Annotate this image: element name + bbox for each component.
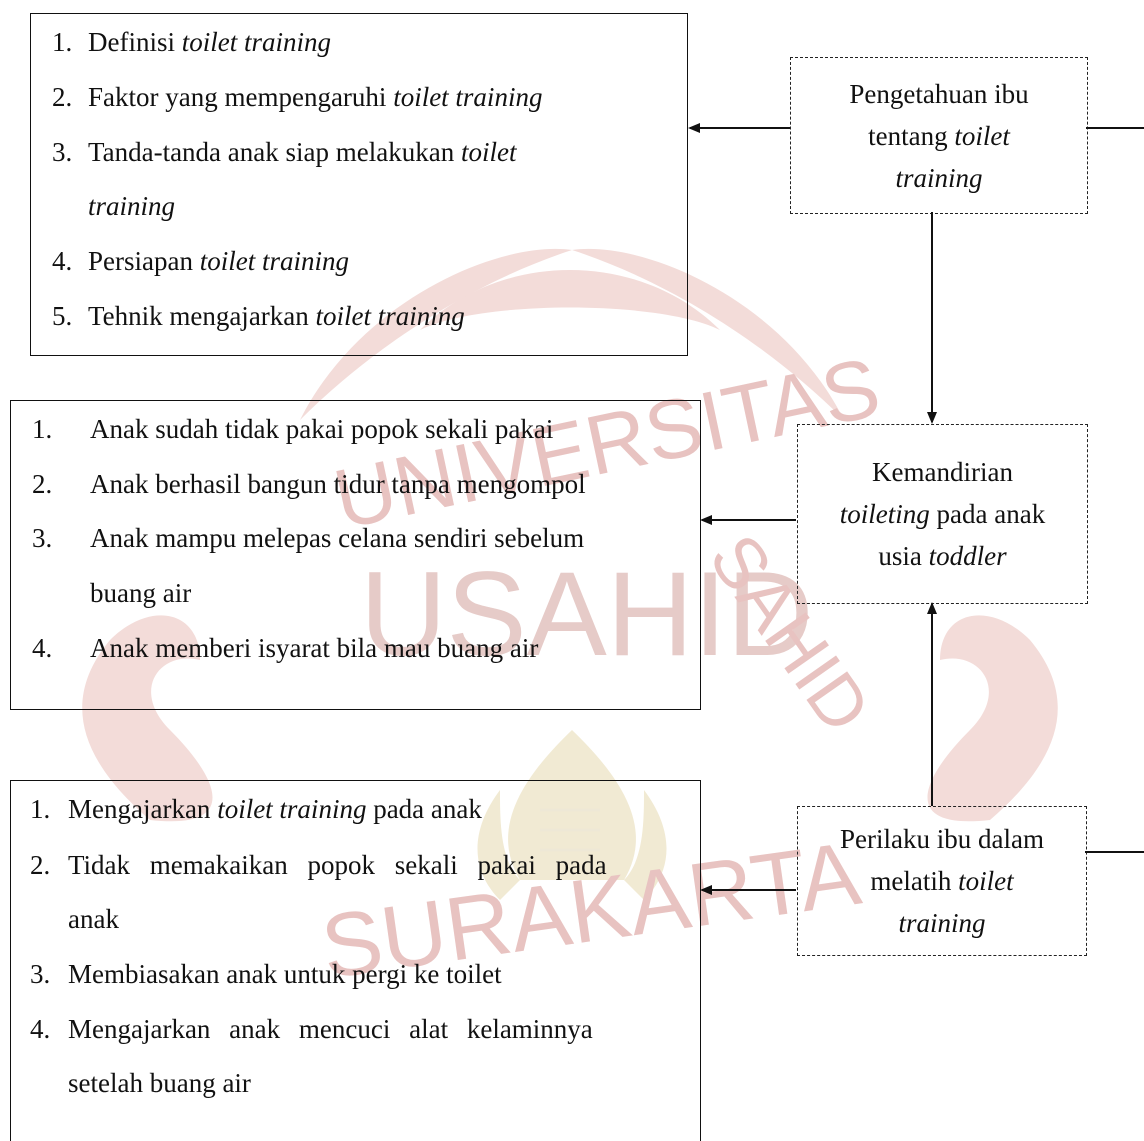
independence-node-line-3: usia toddler [878,541,1007,571]
knowledge-node-line-2: tentang toilet [868,120,1010,151]
behavior-node-line-3: training [898,908,986,938]
behavior-node-line-2: melatih toilet [870,866,1014,896]
behavior-items-box [10,780,701,1141]
watermark-center-text: USAHID [360,547,814,681]
knowledge-items-box [30,13,688,356]
independence-items-box [10,400,701,710]
knowledge-node-line-1: Pengetahuan ibu [849,78,1029,109]
independence-node-line-1: Kemandirian [872,457,1013,487]
independence-node: Kemandirian toileting pada anak usia tod… [797,424,1088,604]
behavior-node-line-1: Perilaku ibu dalam [840,824,1044,854]
knowledge-node: Pengetahuan ibu tentang toilet training [790,57,1088,214]
independence-node-line-2: toileting pada anak [839,499,1046,529]
behavior-node: Perilaku ibu dalam melatih toilet traini… [797,806,1087,956]
knowledge-node-line-3: training [895,162,983,193]
